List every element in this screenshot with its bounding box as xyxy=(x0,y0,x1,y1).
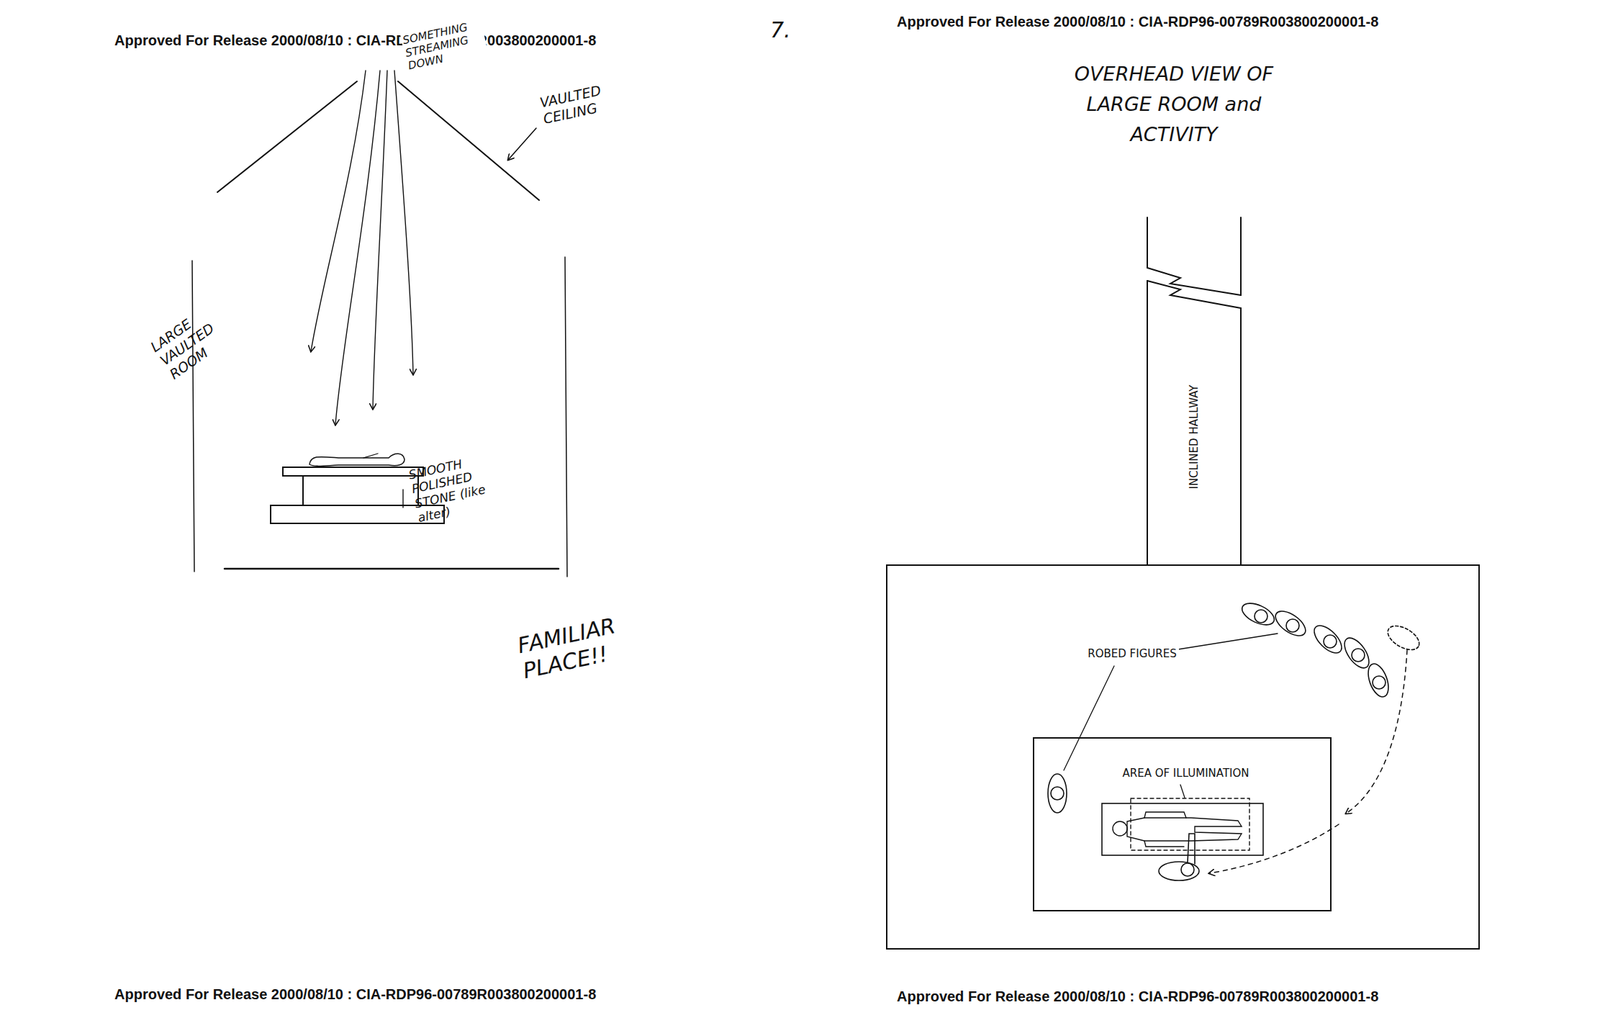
node-label: ROBED FIGURES xyxy=(1085,646,1179,661)
handwritten-note: SOMETHING STREAMING DOWN xyxy=(400,17,489,73)
handwritten-note: LARGE VAULTED ROOM xyxy=(147,304,229,383)
handwritten-note: FAMILIAR PLACE!! xyxy=(515,603,668,684)
callout-arrow xyxy=(508,128,537,160)
movement-path xyxy=(1345,649,1408,814)
page-title: OVERHEAD VIEW OF LARGE ROOM and ACTIVITY xyxy=(1044,59,1304,150)
node-label: AREA OF ILLUMINATION xyxy=(1119,765,1251,781)
release-header: Approved For Release 2000/08/10 : CIA-RD… xyxy=(896,987,1379,1005)
lying-figure xyxy=(1112,811,1242,847)
ceiling-line xyxy=(217,81,357,193)
page-number: 7. xyxy=(770,17,792,44)
movement-path xyxy=(1209,824,1339,874)
streaming-lines xyxy=(310,70,414,425)
robed-figures xyxy=(1047,598,1423,881)
release-header: Approved For Release 2000/08/10 : CIA-RD… xyxy=(114,31,596,49)
altar-slab xyxy=(1101,803,1264,856)
leader-line xyxy=(1164,633,1278,652)
illumination-area xyxy=(1130,798,1250,851)
release-header: Approved For Release 2000/08/10 : CIA-RD… xyxy=(896,12,1379,31)
leader-line xyxy=(1063,665,1115,771)
wall-line xyxy=(565,256,568,577)
release-header: Approved For Release 2000/08/10 : CIA-RD… xyxy=(114,985,596,1003)
floor-line xyxy=(224,567,559,571)
hallway-node: INCLINED HALLWAY xyxy=(1147,309,1241,565)
handwritten-note: SMOOTH POLISHED STONE (like alter) xyxy=(407,449,504,526)
platform-node: AREA OF ILLUMINATION xyxy=(1032,737,1332,912)
ceiling-line xyxy=(398,81,540,201)
wall-line xyxy=(192,260,195,572)
handwritten-note: VAULTED CEILING xyxy=(538,75,637,128)
room-node: ROBED FIGURES AREA OF ILLUMINATION xyxy=(886,564,1480,950)
leader-line xyxy=(1180,784,1185,798)
node-label: INCLINED HALLWAY xyxy=(1186,382,1202,491)
leader-line xyxy=(402,489,404,508)
hallway-outline xyxy=(1147,217,1241,565)
